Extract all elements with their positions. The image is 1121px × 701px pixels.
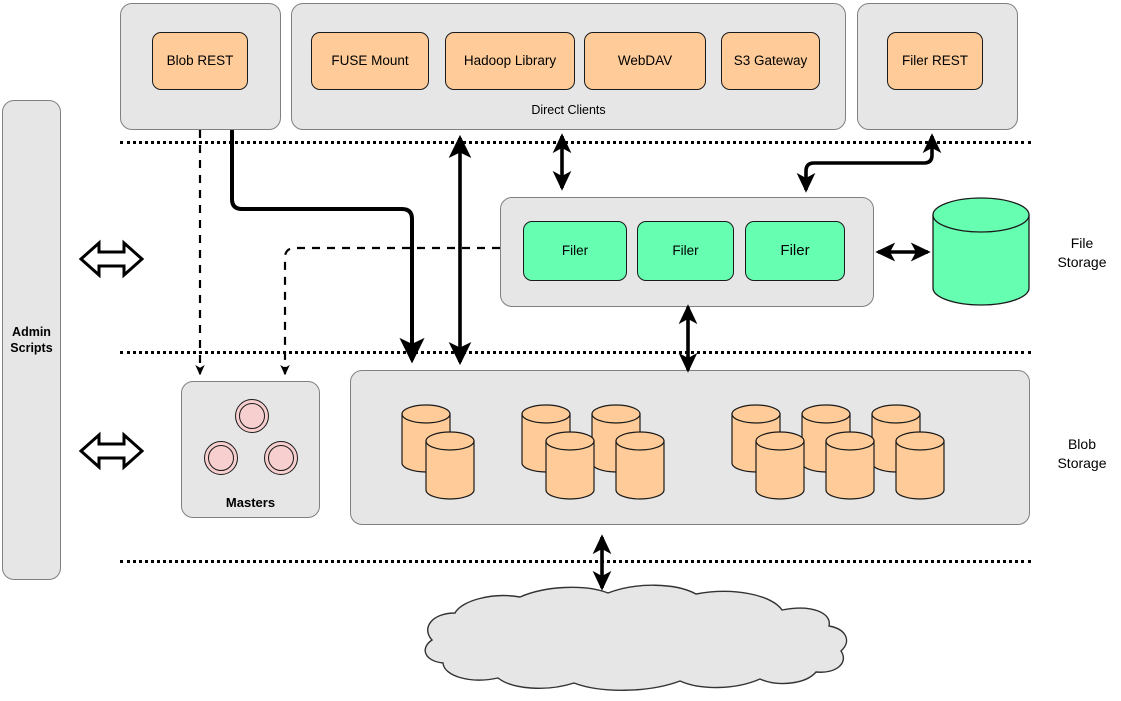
- admin-scripts-label-line2: Scripts: [10, 341, 53, 355]
- node-fuse-mount[interactable]: FUSE Mount: [311, 32, 429, 90]
- blob-storage-tier-label: Blob Storage: [1046, 428, 1118, 480]
- node-s3-gateway[interactable]: S3 Gateway: [721, 32, 820, 90]
- master-disk-2: [204, 441, 238, 475]
- metastore-label-line1: SQL or KV: [948, 235, 1014, 251]
- admin-scripts-label-line1: Admin: [12, 324, 51, 339]
- tier-divider-blob-cloud: [120, 560, 1031, 563]
- node-filer-2[interactable]: Filer: [637, 221, 734, 281]
- tier-divider-file-blob: [120, 351, 1031, 354]
- connector-filerrest-to-filers: [796, 133, 942, 193]
- volume-group-label-nvme: NVME: [431, 465, 469, 479]
- admin-scripts-label: Admin Scripts: [10, 324, 52, 357]
- node-blob-rest[interactable]: Blob REST: [152, 32, 248, 90]
- node-filer-3[interactable]: Filer: [745, 221, 845, 281]
- file-storage-tier-label: File Storage: [1046, 227, 1118, 279]
- volume-group-label-hdd-3: HDD: [906, 465, 934, 479]
- cloud-tier-label: Cloud Tier: [590, 634, 660, 650]
- file-storage-label-line1: File: [1070, 235, 1094, 252]
- volume-group-label-hdd-1: HDD: [766, 465, 794, 479]
- masters-label: Masters: [225, 494, 276, 510]
- connector-filers-to-masters: [280, 246, 500, 376]
- tier-divider-clients-file: [120, 141, 1031, 144]
- volume-group-label-ssd-2: SSD: [627, 465, 653, 479]
- direct-clients-caption: Direct Clients: [531, 103, 606, 117]
- volume-group-label-hdd-2: HDD: [836, 465, 864, 479]
- volume-group-label-ssd-1: SSD: [557, 465, 583, 479]
- node-filer-1[interactable]: Filer: [523, 221, 627, 281]
- admin-arrow-blob-storage: [78, 431, 145, 471]
- admin-scripts-panel[interactable]: Admin Scripts: [2, 100, 61, 580]
- file-storage-label-line2: Storage: [1057, 254, 1107, 270]
- masters-group: [181, 381, 320, 518]
- node-hadoop-library[interactable]: Hadoop Library: [445, 32, 575, 90]
- blob-storage-label-line1: Blob: [1067, 436, 1096, 453]
- node-webdav[interactable]: WebDAV: [584, 32, 706, 90]
- master-disk-1: [235, 399, 269, 433]
- blob-storage-label-line2: Storage: [1057, 455, 1107, 471]
- node-filer-rest[interactable]: Filer REST: [887, 32, 983, 90]
- connector-blobrest-to-volumes: [230, 130, 425, 364]
- metastore-label-line2: Store: [964, 252, 998, 267]
- volume-servers-group: [350, 370, 1030, 525]
- metastore-label: SQL or KV Store: [931, 233, 1031, 271]
- master-disk-3: [264, 441, 298, 475]
- admin-arrow-file-storage: [78, 239, 145, 279]
- admin-bidirectional-arrows: [78, 239, 145, 471]
